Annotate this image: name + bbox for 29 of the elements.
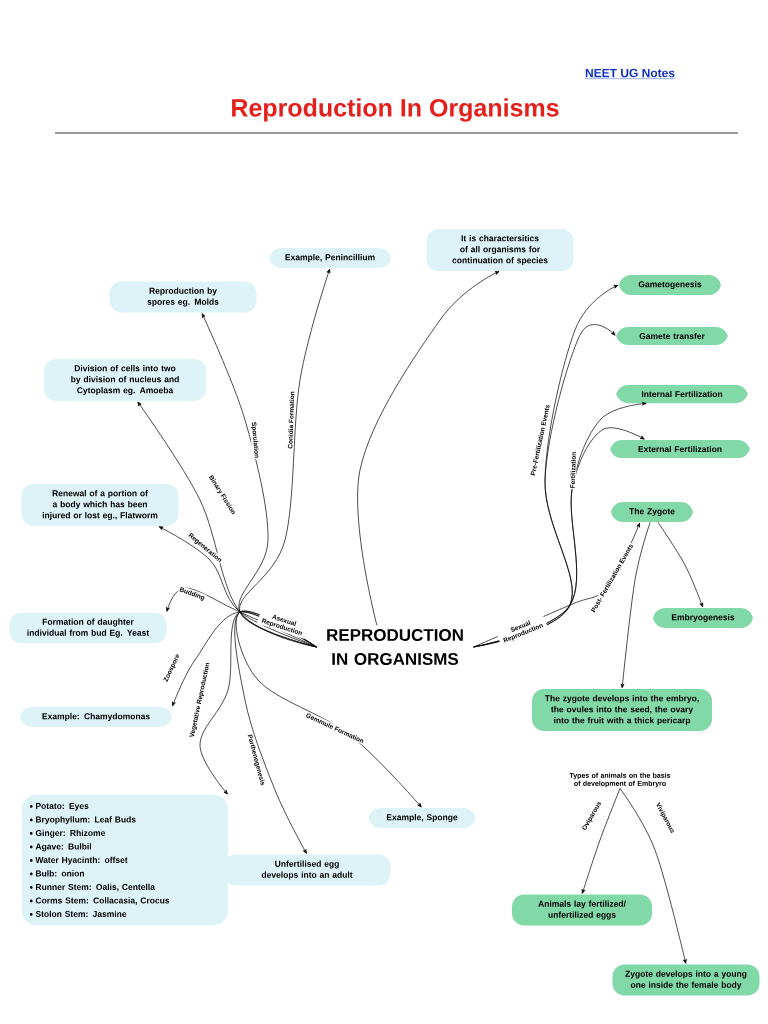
topic-bubble: Example, Penincillium: [269, 248, 391, 268]
topic-bubble: External Fertilization: [610, 439, 750, 459]
topic-bubble: Reproduction by spores eg. Molds: [109, 281, 257, 313]
topic-bubble: Renewal of a portion of a body which has been injured or lost eg., Flatworm: [21, 484, 179, 526]
topic-bubble: Unfertilised egg develops into an adult: [223, 854, 391, 886]
topic-bubble: Gametogenesis: [619, 275, 721, 295]
arrow: [620, 521, 651, 689]
topic-bubble: Example: Chamydomonas: [20, 707, 172, 727]
topic-bubble: Zygote develops into a young one inside the female body: [612, 964, 760, 996]
topic-bubble: Formation of daughter individual from bud Eg. Yeast: [9, 612, 167, 644]
arrow: [657, 521, 704, 608]
topic-bubble: The zygote develops into the embryo, the ovules into the seed, the ovary into the fruit with a thick pericarp: [532, 689, 712, 731]
arrow: [357, 271, 500, 626]
topic-bubble: Internal Fertilization: [616, 384, 748, 404]
topic-bubble: The Zygote: [611, 502, 693, 522]
topic-bubble: Example, Sponge: [368, 808, 476, 828]
central-topic: REPRODUCTION IN ORGANISMS: [327, 629, 463, 666]
topic-bubble: It is charactersitics of all organisms for continuation of species: [426, 229, 574, 271]
arrow: [581, 788, 621, 894]
node-label: Unfertilised egg develops into an adult: [261, 860, 353, 880]
topic-bubble: Animals lay fertilized/ unfertilized eggs: [512, 894, 652, 926]
topic-bubble: Gamete transfer: [616, 326, 728, 346]
topic-bubble: Division of cells into two by division of nucleus and Cytoplasm eg. Amoeba: [44, 359, 206, 401]
arrow: [158, 526, 317, 648]
arrow: [619, 788, 687, 964]
topic-bubble: Embryogenesis: [653, 608, 753, 628]
list-bubble: Potato: Eyes Bryophyllum: Leaf Buds Ginger: Rhizome Agave: Bulbil Water Hyacinth: offset Bulb: onion Runner Stem: Oalis, Centella Corms Stem: Collacasia, Crocus Stolon Stem: Jasmine: [22, 795, 228, 925]
title: Reproduction In Organisms: [232, 98, 559, 122]
header-text: NEET UG Notes: [584, 68, 676, 79]
